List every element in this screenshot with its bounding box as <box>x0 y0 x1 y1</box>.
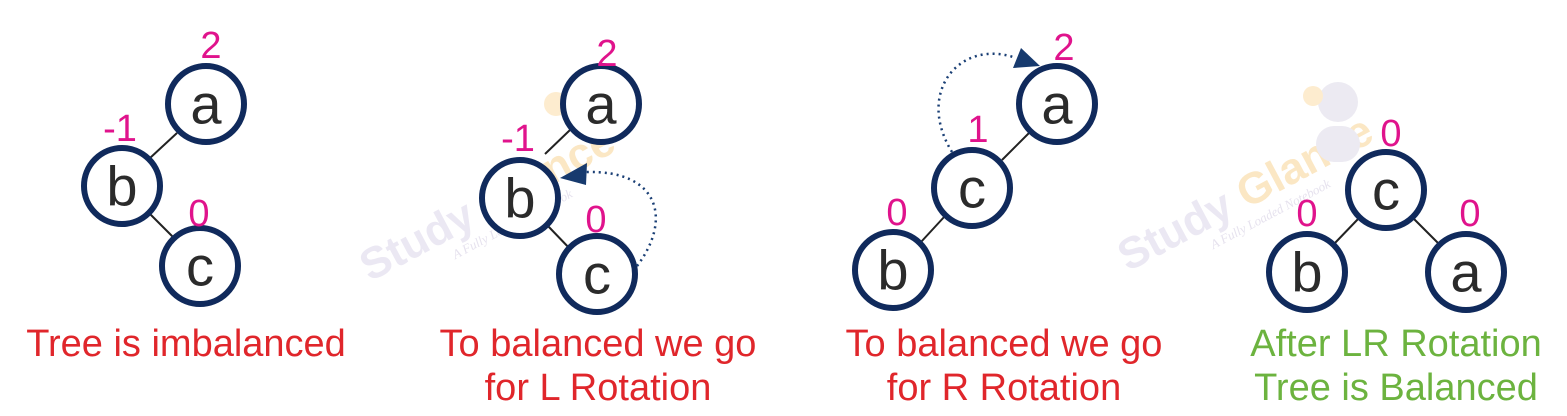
caption-panel-1: Tree is imbalanced <box>26 323 346 365</box>
node-c: c <box>159 225 241 307</box>
balance-factor-b: -1 <box>501 118 535 160</box>
node-label: b <box>1291 241 1322 304</box>
node-label: a <box>585 73 617 136</box>
balance-factor-b: 0 <box>1296 193 1317 235</box>
node-label: b <box>877 239 908 302</box>
caption-panel-3-line-2: for R Rotation <box>887 367 1121 409</box>
caption-panel-2-line-2: for L Rotation <box>485 367 712 409</box>
edge-c-b <box>920 215 946 243</box>
node-label: a <box>1450 241 1482 304</box>
panel-imbalanced-tree: a b c 2 -1 0 Tree is imbalanced <box>26 25 346 365</box>
node-a: a <box>560 63 642 145</box>
edge-c-b <box>1333 217 1360 245</box>
balance-factor-b: 0 <box>886 192 907 234</box>
left-rotation-arrowhead <box>560 163 587 185</box>
left-rotation-arc <box>585 170 658 267</box>
node-c: c <box>556 233 638 315</box>
balance-factor-c: 0 <box>188 193 209 235</box>
balance-factor-a: 0 <box>1459 193 1480 235</box>
balance-factor-a: 2 <box>200 25 221 67</box>
node-a: a <box>1016 63 1098 145</box>
edge-a-c <box>1001 128 1034 161</box>
node-c: c <box>931 147 1013 229</box>
node-label: c <box>186 235 214 298</box>
node-label: a <box>1041 73 1073 136</box>
node-b: b <box>479 157 561 239</box>
balance-factor-c: 0 <box>585 199 606 241</box>
panel-r-rotation: a c b 2 1 0 To balanced we go for R Rota… <box>846 27 1163 409</box>
edge-b-c <box>149 213 177 241</box>
node-label: b <box>106 155 137 218</box>
node-label: c <box>1372 159 1400 222</box>
caption-panel-4-line-1: After LR Rotation <box>1250 323 1541 365</box>
edge-a-b <box>149 132 178 159</box>
node-a: a <box>1425 231 1507 313</box>
panel-l-rotation: a b c 2 -1 0 To balanced we go for L Rot… <box>440 33 757 409</box>
balance-factor-a: 2 <box>1053 27 1074 69</box>
watermark-person-icon <box>1303 82 1360 162</box>
balance-factor-b: -1 <box>103 108 137 150</box>
node-a: a <box>165 63 247 145</box>
node-label: c <box>583 243 611 306</box>
caption-panel-4-line-2: Tree is Balanced <box>1254 367 1538 409</box>
node-b: b <box>1266 231 1348 313</box>
node-b: b <box>852 229 934 311</box>
balance-factor-a: 2 <box>596 33 617 75</box>
node-c: c <box>1345 149 1427 231</box>
node-label: b <box>504 167 535 230</box>
caption-panel-2-line-1: To balanced we go <box>440 323 757 365</box>
balance-factor-c: 1 <box>967 109 988 151</box>
node-label: a <box>190 73 222 136</box>
balance-factor-c: 0 <box>1380 113 1401 155</box>
edge-a-b <box>544 129 571 155</box>
caption-panel-3-line-1: To balanced we go <box>846 323 1163 365</box>
node-label: c <box>958 157 986 220</box>
right-rotation-arrowhead <box>1013 48 1040 68</box>
node-b: b <box>81 145 163 227</box>
panel-balanced-tree: c b a 0 0 0 After LR Rotation Tree is Ba… <box>1250 113 1541 409</box>
edge-c-a <box>1412 217 1440 245</box>
